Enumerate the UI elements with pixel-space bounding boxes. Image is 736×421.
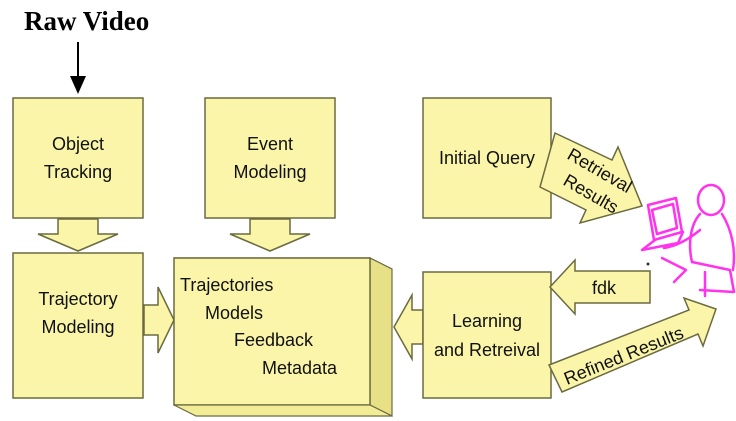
initial-query-box: Initial Query [422, 97, 552, 219]
event-modeling-label-2: Modeling [233, 162, 306, 182]
trajectory-modeling-label-1: Trajectory [38, 289, 117, 309]
block-arrow-trajectory-to-database [143, 286, 175, 354]
initial-query-label: Initial Query [439, 148, 535, 168]
learning-retrieval-label-2: and Retreival [434, 340, 540, 360]
feedback-arrow: fdk [548, 258, 651, 316]
object-tracking-box: Object Tracking [12, 97, 144, 219]
database-line-feedback: Feedback [234, 330, 314, 350]
raw-video-title: Raw Video [24, 6, 149, 36]
dot-mark [646, 262, 650, 266]
trajectory-modeling-box: Trajectory Modeling [12, 252, 144, 399]
database-line-models: Models [205, 303, 263, 323]
event-modeling-label-1: Event [247, 134, 293, 154]
feedback-label: fdk [592, 278, 617, 298]
block-arrow-tracking-to-trajectory [37, 218, 119, 252]
event-modeling-box: Event Modeling [204, 97, 336, 219]
database-line-trajectories: Trajectories [180, 275, 273, 295]
block-arrow-learning-to-database [393, 292, 424, 362]
database-line-metadata: Metadata [262, 358, 338, 378]
object-tracking-label-1: Object [52, 134, 104, 154]
retrieval-results-arrow: Retrieval Results [539, 131, 644, 225]
learning-retrieval-box: Learning and Retreival [422, 271, 552, 399]
learning-retrieval-label-1: Learning [452, 311, 522, 331]
database-box: Trajectories Models Feedback Metadata [173, 257, 393, 417]
trajectory-modeling-label-2: Modeling [41, 317, 114, 337]
raw-video-arrow [70, 42, 86, 94]
object-tracking-label-2: Tracking [44, 162, 112, 182]
block-arrow-event-to-database [229, 218, 311, 252]
user-at-computer-icon [640, 183, 736, 298]
